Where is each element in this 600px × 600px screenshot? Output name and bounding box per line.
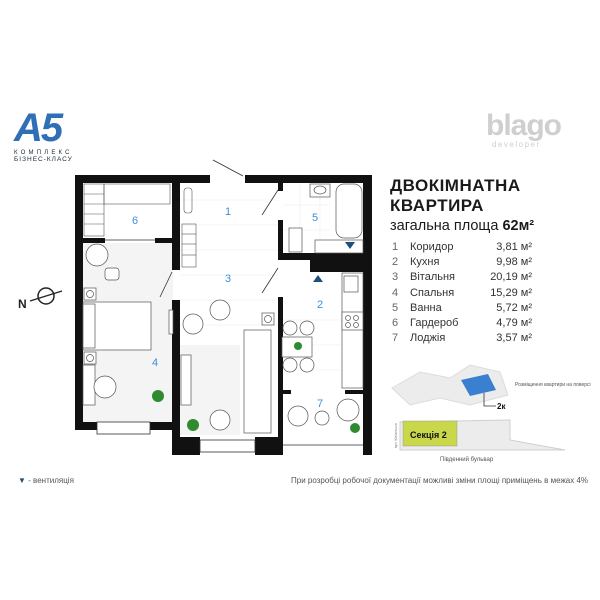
list-item: 1 Коридор 3,81 м² (392, 239, 532, 254)
room-name: Спальня (410, 286, 455, 299)
area-value: 62м² (502, 218, 535, 234)
apartment-tag: 2к (497, 402, 506, 411)
room-area: 3,57 м² (496, 332, 532, 345)
room-number-6: 6 (132, 215, 138, 227)
room-num: 3 (392, 271, 399, 284)
a5-logo: A5 КОМПЛЕКС БІЗНЕС-КЛАСУ (14, 108, 94, 163)
room-number-3: 3 (225, 273, 231, 285)
list-item: 3 Вітальня 20,19 м² (392, 270, 532, 285)
room-number-2: 2 (317, 299, 323, 311)
list-item: 4 Спальня 15,29 м² (392, 285, 532, 300)
room-name: Кухня (410, 255, 440, 268)
room-area: 5,72 м² (496, 301, 532, 314)
room-numbers: 1 2 3 4 5 6 7 (132, 206, 323, 410)
list-item: 7 Лоджія 3,57 м² (392, 331, 532, 346)
blago-logo: blago developer (486, 109, 562, 150)
room-name: Лоджія (410, 332, 446, 345)
ventilation-icons (313, 242, 355, 282)
wardrobe-shelves (83, 183, 197, 268)
room-name: Гардероб (410, 317, 459, 330)
room-number-7: 7 (317, 398, 323, 410)
room-area: 4,79 м² (496, 317, 532, 330)
street-side: вул. Юліанська (394, 423, 398, 448)
plants (152, 342, 360, 433)
area-label: загальна площа (390, 218, 499, 234)
title-line1: ДВОКІМНАТНА (390, 176, 521, 195)
list-item: 5 Ванна 5,72 м² (392, 300, 532, 315)
compass-icon: N (18, 287, 63, 311)
floor-location-diagram: 2к Розміщення квартири на поверсі (391, 364, 591, 411)
a5-logo-mark: A5 (14, 106, 63, 150)
bathroom-fixtures (288, 183, 364, 254)
compass-label: N (18, 297, 27, 311)
room-area: 15,29 м² (490, 286, 532, 299)
room-area: 3,81 м² (496, 240, 532, 253)
room-num: 4 (392, 286, 399, 299)
walls (75, 175, 372, 455)
room-number-4: 4 (152, 357, 158, 369)
list-item: 2 Кухня 9,98 м² (392, 254, 532, 269)
ventilation-label: - вентиляція (28, 476, 74, 485)
title-line2: КВАРТИРА (390, 196, 484, 215)
total-area: загальна площа 62м² (390, 218, 534, 234)
room-num: 1 (392, 240, 399, 253)
section-label: Секція 2 (410, 430, 447, 440)
room-num: 6 (392, 317, 399, 330)
room-num: 2 (392, 255, 399, 268)
room-num: 7 (392, 332, 399, 345)
street-bottom: Південний бульвар (440, 456, 494, 463)
blago-logo-mark: blago (486, 109, 562, 142)
bedroom-furniture (82, 243, 174, 406)
area-disclaimer: При розробці робочої документації можлив… (291, 476, 589, 485)
room-list: 1 Коридор 3,81 м² 2 Кухня 9,98 м² 3 Вітальня 2… (392, 239, 532, 346)
doors (105, 159, 279, 298)
room-num: 5 (392, 301, 399, 314)
living-furniture (180, 299, 275, 434)
room-number-5: 5 (312, 212, 318, 224)
apartment-highlight (461, 374, 496, 396)
room-area: 9,98 м² (496, 255, 532, 268)
list-item: 6 Гардероб 4,79 м² (392, 315, 532, 330)
blago-logo-line: developer (492, 140, 541, 149)
room-number-1: 1 (225, 206, 231, 218)
ventilation-icon: ▼ (18, 476, 26, 485)
room-name: Вітальня (410, 271, 455, 284)
room-name: Коридор (410, 240, 454, 253)
room-area: 20,19 м² (490, 271, 532, 284)
ventilation-legend: ▼ - вентиляція (18, 476, 74, 485)
a5-logo-line1: КОМПЛЕКС (14, 150, 73, 156)
windows (96, 421, 363, 453)
floor-caption: Розміщення квартири на поверсі (515, 382, 591, 388)
a5-logo-line2: БІЗНЕС-КЛАСУ (14, 156, 73, 163)
room-name: Ванна (410, 301, 442, 314)
kitchen-furniture (281, 272, 364, 427)
section-map: Секція 2 Південний бульвар вул. Юліанськ… (394, 419, 566, 463)
apartment-title: ДВОКІМНАТНА КВАРТИРА (390, 176, 521, 216)
